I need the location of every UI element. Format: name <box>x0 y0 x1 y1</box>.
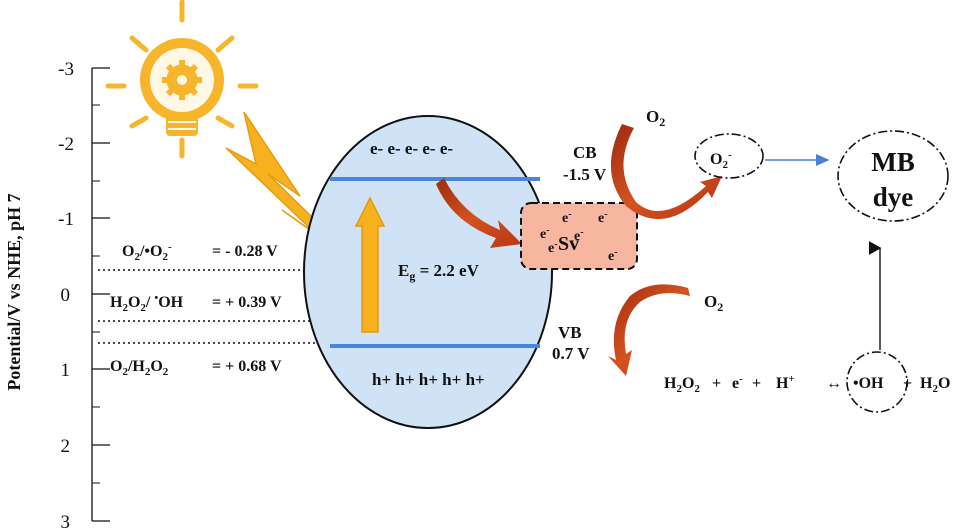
plus-sign: + <box>752 375 761 392</box>
electron-transfer-arrow <box>436 178 522 248</box>
tick-label: 0 <box>61 285 71 306</box>
semiconductor-particle <box>303 115 553 429</box>
gear-icon <box>162 60 202 100</box>
axis-ticks <box>92 67 110 522</box>
plus-sign: + <box>712 375 721 392</box>
redox-value-hydroxyl: = + 0.39 V <box>212 294 282 311</box>
excitation-arrow <box>354 196 386 333</box>
tick-label: 1 <box>61 360 71 381</box>
mb-dye-line2: dye <box>873 182 914 212</box>
mb-dye-circle <box>837 130 949 222</box>
o2-top-label: O2 <box>646 107 665 129</box>
superoxide-circle <box>694 133 764 179</box>
light-bulb-icon <box>105 0 259 159</box>
bandgap-label: Eg = 2.2 eV <box>398 261 480 283</box>
axis-title: Potential/V vs NHE, pH 7 <box>4 193 24 390</box>
redox-pair-hydroxyl: H2O2/ •OH <box>110 292 184 314</box>
hydroxyl-reaction: H2O2 + e- + H+ ↔ •OH + H2O <box>664 373 950 395</box>
tick-label: 3 <box>61 512 71 531</box>
svg-text:e-: e- <box>608 247 618 264</box>
redox-pair-peroxide: O2/H2O2 <box>110 358 169 378</box>
tick-label: -1 <box>58 209 74 230</box>
proton-species: H+ <box>776 373 795 392</box>
svg-text:e-: e- <box>540 225 550 242</box>
water-species: H2O <box>920 375 950 395</box>
vacancy-label: Sv <box>558 233 579 255</box>
cb-value: -1.5 V <box>563 165 607 184</box>
vacancy-electrons: e- e- e- e- e- e- <box>540 209 618 264</box>
svg-text:e-: e- <box>598 209 608 226</box>
vb-title: VB <box>558 323 582 342</box>
hydroxyl-species: •OH <box>853 375 884 392</box>
svg-text:e-: e- <box>548 239 558 256</box>
vb-holes: h+ h+ h+ h+ h+ <box>372 370 485 389</box>
svg-text:e-: e- <box>562 209 572 226</box>
lightning-bolt-icon <box>225 111 367 271</box>
potential-axis: -3 -2 -1 0 1 2 3 Potential/V vs NHE, pH … <box>4 59 110 531</box>
svg-text:e-: e- <box>574 227 584 244</box>
electron-species: e- <box>732 373 743 392</box>
cb-title: CB <box>573 143 597 162</box>
vb-value: 0.7 V <box>552 344 590 363</box>
reduction-curved-arrow <box>610 124 722 220</box>
h2o2-species: H2O2 <box>664 375 700 395</box>
superoxide-label: O2- <box>710 149 732 171</box>
o2-bottom-label: O2 <box>704 292 723 314</box>
redox-pair-superoxide: O2/•O2- <box>122 241 172 263</box>
redox-levels: O2/•O2- = - 0.28 V H2O2/ •OH = + 0.39 V … <box>98 241 318 378</box>
equilibrium-arrow: ↔ <box>826 375 842 392</box>
redox-value-superoxide: = - 0.28 V <box>212 243 278 260</box>
oxidation-curved-arrow <box>608 284 690 376</box>
tick-label: -3 <box>58 59 74 80</box>
redox-value-peroxide: = + 0.68 V <box>212 358 282 375</box>
mb-dye-line1: MB <box>871 147 915 177</box>
sulfur-vacancy-box <box>520 202 638 270</box>
tick-label: -2 <box>58 134 74 155</box>
hydroxyl-circle <box>846 351 908 413</box>
tick-label: 2 <box>61 436 71 457</box>
cb-electrons: e- e- e- e- e- <box>370 139 453 158</box>
